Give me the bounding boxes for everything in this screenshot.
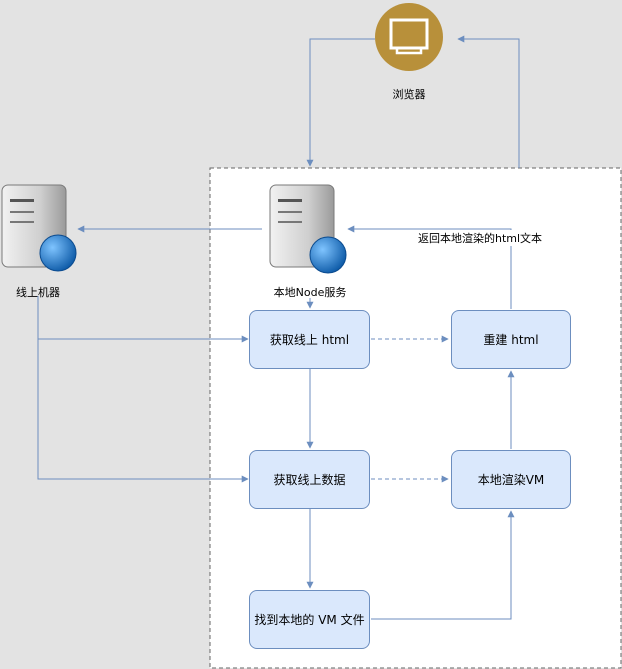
edge-rebuild-to-node <box>347 225 512 309</box>
server-globe-icon <box>269 184 347 274</box>
fetch-online-data-node[interactable]: 获取线上数据 <box>249 450 370 509</box>
online-machine-label: 线上机器 <box>16 286 60 299</box>
edge-boundary-to-browser <box>457 35 520 168</box>
rebuild-html-node[interactable]: 重建 html <box>451 310 571 369</box>
return-html-edge-label: 返回本地渲染的html文本 <box>396 230 564 246</box>
edges <box>37 35 520 620</box>
local-node-label: 本地Node服务 <box>273 286 347 299</box>
edge-find-vm-to-render-vm <box>371 510 515 620</box>
fetch-online-html-node[interactable]: 获取线上 html <box>249 310 370 369</box>
edge-online-to-fetch-data <box>37 339 249 483</box>
find-local-vm-file-node[interactable]: 找到本地的 VM 文件 <box>249 590 370 649</box>
local-render-vm-node[interactable]: 本地渲染VM <box>451 450 571 509</box>
edge-browser-to-node <box>306 38 375 167</box>
browser-label: 浏览器 <box>392 88 426 101</box>
monitor-icon <box>375 3 443 71</box>
server-globe-icon <box>1 184 77 272</box>
